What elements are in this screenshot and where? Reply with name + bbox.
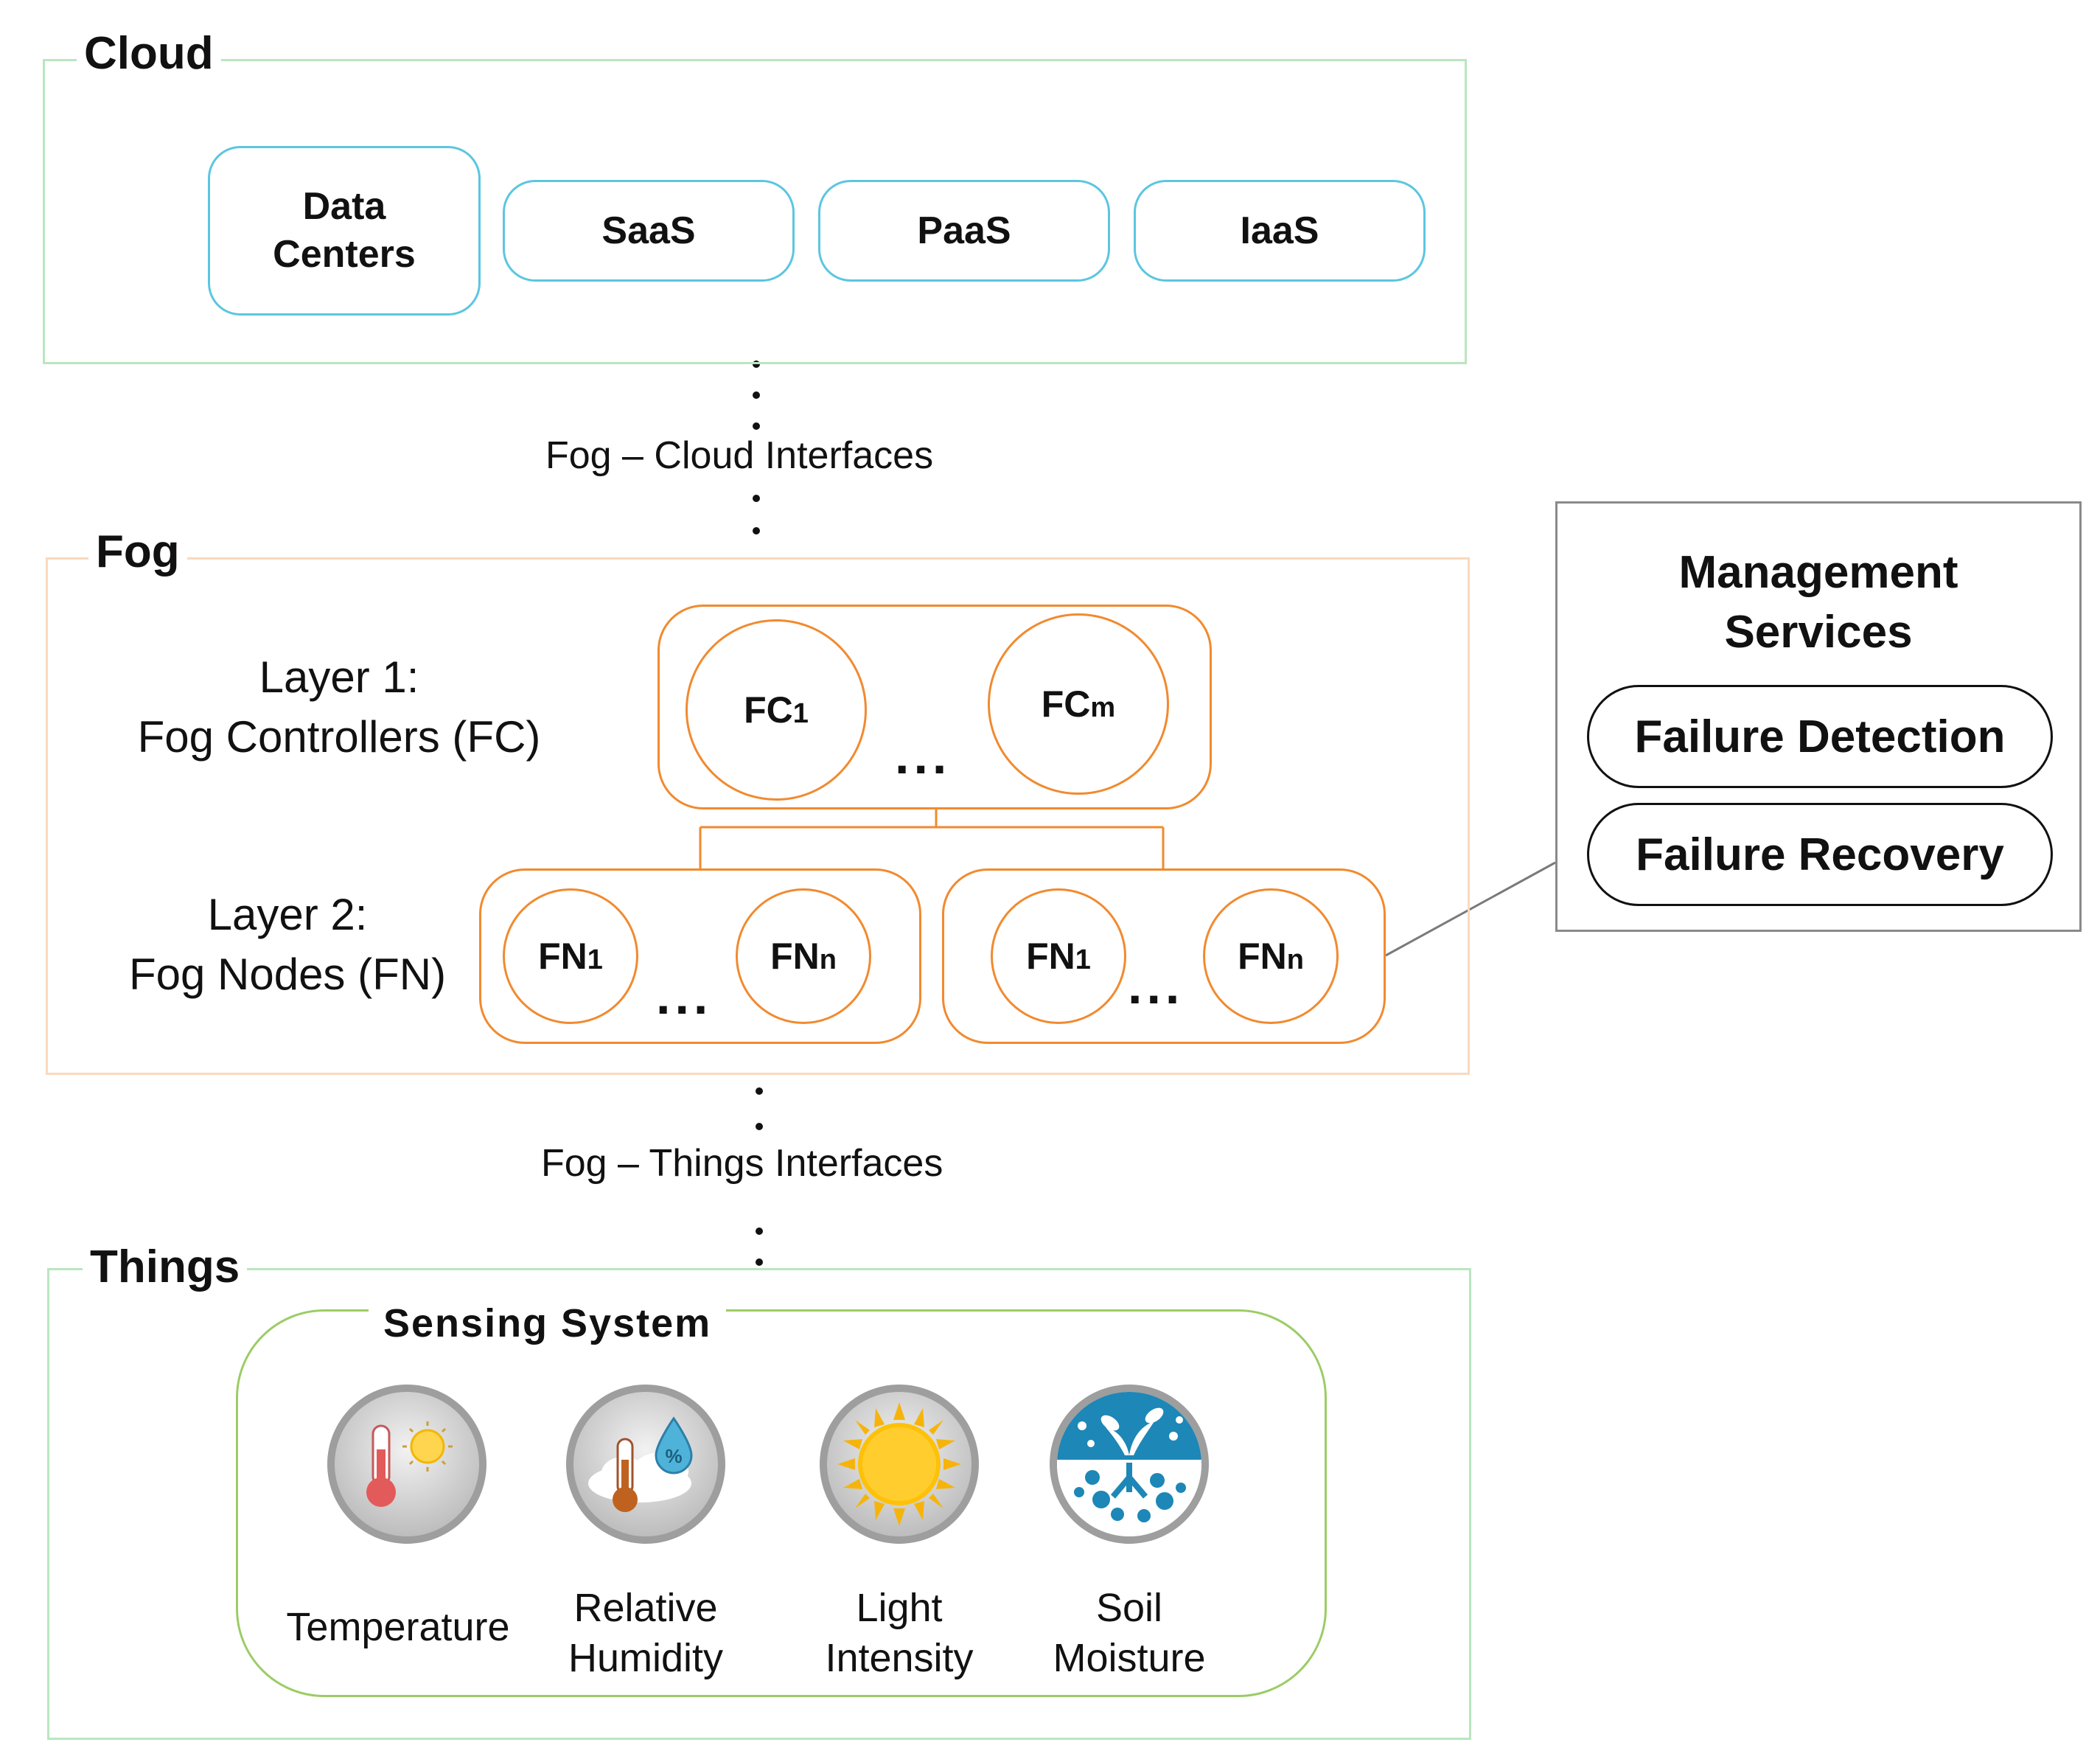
fog-nodes-group-right (942, 868, 1386, 1044)
management-services-panel: Management Services Failure Detection Fa… (1555, 501, 2082, 932)
layer2-label-line2: Fog Nodes (FN) (128, 950, 447, 999)
saas-label: SaaS (601, 209, 696, 252)
iaas-box: IaaS (1134, 180, 1426, 282)
fog-node-left-last: FNn (736, 888, 871, 1024)
layer1-label-line2: Fog Controllers (FC) (137, 712, 541, 762)
light-intensity-label-line1: Light (856, 1586, 943, 1630)
fc-last-label: FCm (1042, 683, 1115, 725)
light-intensity-label: Light Intensity (789, 1584, 1010, 1683)
data-centers-label-line2: Centers (273, 233, 416, 276)
management-services-title: Management Services (1557, 543, 2079, 662)
failure-detection-box: Failure Detection (1587, 685, 2053, 788)
relative-humidity-icon: % (566, 1385, 725, 1544)
failure-recovery-label: Failure Recovery (1636, 829, 2004, 880)
fc-first-prefix: FC (744, 689, 793, 731)
fn-right-last-prefix: FN (1238, 936, 1287, 977)
fc-last-prefix: FC (1041, 683, 1091, 725)
things-layer-frame (47, 1268, 1471, 1740)
soil-moisture-label: Soil Moisture (1019, 1584, 1240, 1683)
fog-node-right-last: FNn (1203, 888, 1339, 1024)
fog-cloud-dotted-line (753, 361, 760, 534)
data-centers-label-line1: Data (302, 185, 386, 228)
fn-left-first-subscript: 1 (587, 944, 603, 975)
layer2-label-line1: Layer 2: (207, 890, 368, 939)
fn-left-first-label: FN1 (538, 935, 603, 978)
layer1-label: Layer 1: Fog Controllers (FC) (111, 647, 568, 767)
fog-layer-frame (46, 557, 1470, 1075)
fc-first-label: FC1 (744, 689, 809, 731)
fn-left-last-label: FNn (770, 935, 837, 978)
fc-ellipsis: ... (895, 727, 952, 784)
paas-box: PaaS (818, 180, 1110, 282)
fc-first-subscript: 1 (792, 698, 809, 729)
fog-title: Fog (88, 529, 187, 575)
paas-label: PaaS (917, 209, 1011, 252)
soil-moisture-label-line2: Moisture (1053, 1635, 1206, 1680)
fog-node-right-first: FN1 (991, 888, 1126, 1024)
iaas-label: IaaS (1240, 209, 1319, 252)
fn-left-last-prefix: FN (770, 936, 820, 977)
fog-things-interfaces-label: Fog – Things Interfaces (541, 1142, 943, 1185)
fn-left-first-prefix: FN (538, 936, 587, 977)
fog-controller-first: FC1 (686, 619, 867, 801)
relative-humidity-label: Relative Humidity (535, 1584, 756, 1683)
management-title-line2: Services (1724, 606, 1913, 658)
relative-humidity-label-line2: Humidity (568, 1635, 724, 1680)
fn-left-last-subscript: n (819, 944, 837, 975)
failure-recovery-box: Failure Recovery (1587, 803, 2053, 906)
svg-text:%: % (665, 1445, 682, 1467)
fog-cloud-interfaces-label: Fog – Cloud Interfaces (545, 434, 934, 477)
fog-nodes-group-left (479, 868, 921, 1044)
fn-right-first-subscript: 1 (1075, 944, 1091, 975)
fn-right-first-prefix: FN (1026, 936, 1075, 977)
cloud-layer-frame (43, 59, 1467, 364)
layer1-label-line1: Layer 1: (259, 652, 419, 702)
fog-things-dotted-line (756, 1087, 763, 1266)
fog-controllers-group (657, 605, 1212, 809)
fn-left-ellipsis: ... (656, 967, 713, 1025)
things-title: Things (83, 1244, 248, 1290)
fn-right-last-label: FNn (1238, 935, 1304, 978)
relative-humidity-label-line1: Relative (573, 1586, 718, 1630)
saas-box: SaaS (503, 180, 795, 282)
fog-controller-last: FCm (988, 613, 1169, 795)
failure-detection-label: Failure Detection (1634, 711, 2006, 762)
management-connector (1385, 861, 1556, 957)
layer2-label: Layer 2: Fog Nodes (FN) (103, 885, 472, 1004)
fn-right-ellipsis: ... (1128, 957, 1185, 1014)
cloud-title: Cloud (77, 31, 221, 77)
fn-right-last-subscript: n (1286, 944, 1304, 975)
fc-fn-connector (699, 809, 1165, 868)
fog-node-left-first: FN1 (503, 888, 638, 1024)
light-intensity-icon (820, 1385, 979, 1544)
fn-right-first-label: FN1 (1026, 935, 1091, 978)
light-intensity-label-line2: Intensity (825, 1635, 974, 1680)
fc-last-subscript: m (1090, 692, 1116, 723)
sensing-system-title: Sensing System (369, 1300, 727, 1346)
soil-moisture-label-line1: Soil (1095, 1586, 1163, 1630)
management-title-line1: Management (1678, 547, 1958, 598)
temperature-label: Temperature (286, 1605, 510, 1649)
data-centers-box: Data Centers (208, 146, 481, 316)
temperature-icon (327, 1385, 486, 1544)
soil-moisture-icon (1050, 1385, 1209, 1544)
